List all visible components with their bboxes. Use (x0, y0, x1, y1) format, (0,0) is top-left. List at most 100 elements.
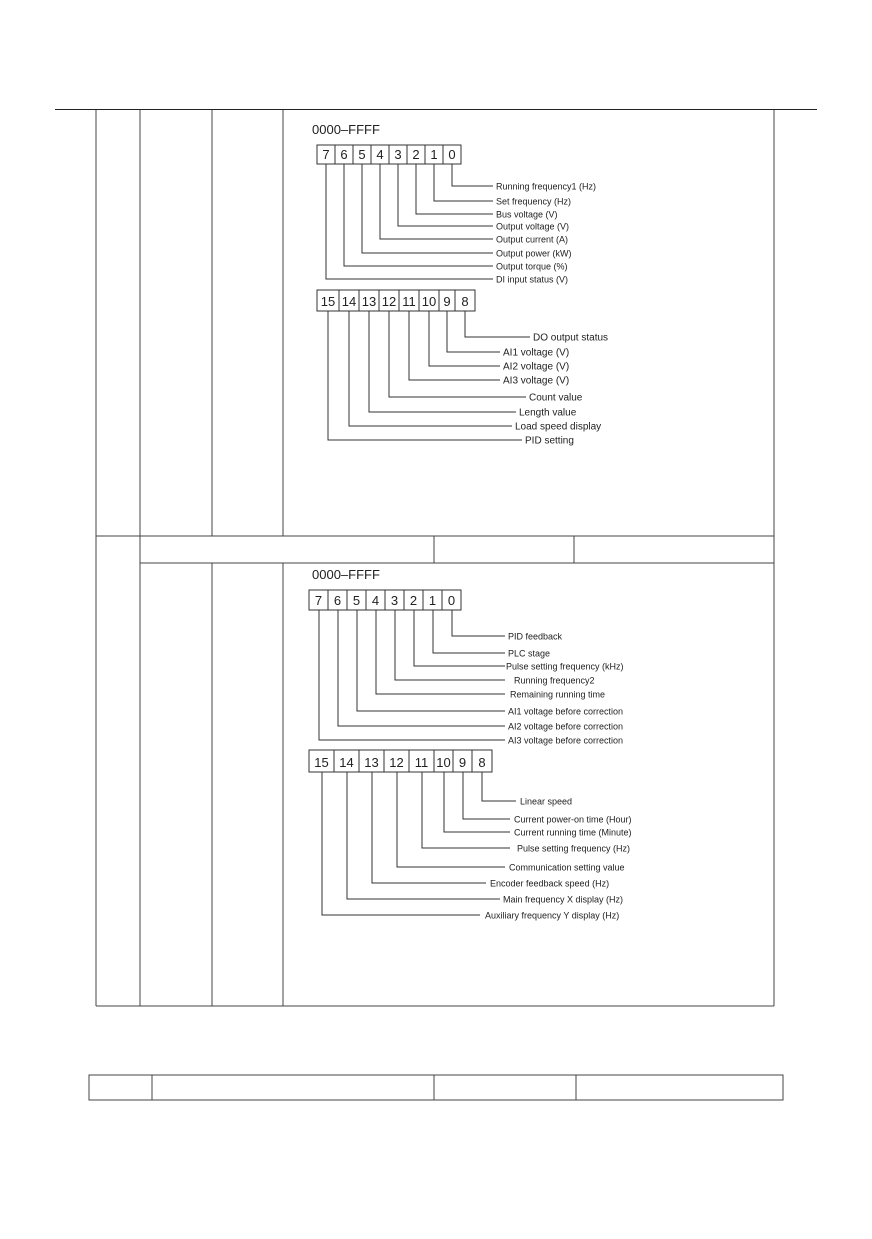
d2-low-field-label-1: PLC stage (508, 649, 550, 659)
d1-high-bit-label-8: 8 (461, 294, 468, 309)
d2-high-bit-label-8: 8 (478, 755, 485, 770)
d2-low-field-label-2: Pulse setting frequency (kHz) (506, 662, 624, 672)
d2-low-connector-2 (413, 610, 505, 667)
d1-high-field-label-4: Count value (529, 393, 583, 404)
d1-high-connector-6 (348, 311, 512, 427)
d2-low-bit-label-2: 2 (410, 593, 417, 608)
d2-low-connector-4 (375, 610, 505, 695)
d2-high-bit-label-12: 12 (389, 755, 403, 770)
d2-high-connector-2 (443, 772, 510, 833)
d2-low-field-label-4: Remaining running time (510, 690, 605, 700)
d2-high-connector-6 (346, 772, 500, 900)
d1-low-field-label-2: Bus voltage (V) (496, 210, 558, 220)
d1-high-bit-label-9: 9 (443, 294, 450, 309)
d2-high-field-label-3: Pulse setting frequency (Hz) (517, 844, 630, 854)
page-header-rule (55, 109, 817, 110)
d2-low-bit-label-1: 1 (429, 593, 436, 608)
d1-low-bit-label-6: 6 (340, 147, 347, 162)
d1-high-field-label-0: DO output status (533, 333, 608, 344)
d2-low-bit-label-3: 3 (391, 593, 398, 608)
d1-high-bit-label-12: 12 (382, 294, 396, 309)
d2-low-connector-6 (337, 610, 505, 727)
d1-low-field-label-0: Running frequency1 (Hz) (496, 182, 596, 192)
d2-high-field-label-0: Linear speed (520, 797, 572, 807)
d1-high-bit-label-10: 10 (422, 294, 436, 309)
d1-high-connector-4 (388, 311, 526, 398)
d1-high-field-label-6: Load speed display (515, 422, 601, 433)
d1-low-connector-5 (361, 164, 493, 254)
d2-high-field-label-2: Current running time (Minute) (514, 828, 632, 838)
d2-low-bit-label-5: 5 (353, 593, 360, 608)
d1-low-connector-2 (415, 164, 493, 215)
d2-low-bit-label-6: 6 (334, 593, 341, 608)
d2-low-connector-0 (451, 610, 505, 637)
d1-low-field-label-1: Set frequency (Hz) (496, 197, 571, 207)
d1-low-bit-label-1: 1 (430, 147, 437, 162)
d1-high-field-label-5: Length value (519, 408, 577, 419)
d1-low-connector-4 (379, 164, 493, 240)
d1-high-connector-7 (327, 311, 522, 441)
d2-low-bit-label-0: 0 (448, 593, 455, 608)
d1-high-connector-5 (368, 311, 516, 413)
d2-high-connector-5 (371, 772, 486, 884)
d2-high-bit-label-13: 13 (364, 755, 378, 770)
d1-low-field-label-7: DI input status (V) (496, 275, 568, 285)
d2-high-field-label-7: Auxiliary frequency Y display (Hz) (485, 911, 619, 921)
value-range-label: 0000–FFFF (312, 122, 380, 137)
d2-low-connector-3 (394, 610, 505, 681)
d2-high-field-label-1: Current power-on time (Hour) (514, 815, 632, 825)
d2-high-connector-4 (396, 772, 505, 868)
d1-low-bit-label-2: 2 (412, 147, 419, 162)
d2-high-connector-7 (321, 772, 480, 916)
d2-high-field-label-6: Main frequency X display (Hz) (503, 895, 623, 905)
d1-high-bit-label-11: 11 (402, 294, 416, 309)
d2-high-field-label-4: Communication setting value (509, 863, 625, 873)
d2-high-field-label-5: Encoder feedback speed (Hz) (490, 879, 609, 889)
d1-high-field-label-7: PID setting (525, 436, 574, 447)
d1-low-connector-7 (325, 164, 493, 280)
d2-low-field-label-7: AI3 voltage before correction (508, 736, 623, 746)
d1-high-field-label-3: AI3 voltage (V) (503, 376, 569, 387)
d1-low-field-label-4: Output current (A) (496, 235, 568, 245)
d2-high-bit-label-15: 15 (314, 755, 328, 770)
value-range-label: 0000–FFFF (312, 567, 380, 582)
d2-low-field-label-6: AI2 voltage before correction (508, 722, 623, 732)
d2-high-connector-3 (421, 772, 510, 849)
d1-high-connector-2 (428, 311, 500, 367)
d1-low-bit-label-4: 4 (376, 147, 383, 162)
d1-low-connector-3 (397, 164, 493, 227)
d2-low-connector-5 (356, 610, 505, 712)
d2-high-connector-1 (462, 772, 510, 820)
d2-high-bit-label-9: 9 (459, 755, 466, 770)
d2-high-bit-label-10: 10 (436, 755, 450, 770)
d2-low-field-label-5: AI1 voltage before correction (508, 707, 623, 717)
d2-high-bit-label-11: 11 (415, 755, 429, 770)
d1-high-field-label-2: AI2 voltage (V) (503, 362, 569, 373)
d1-low-bit-label-5: 5 (358, 147, 365, 162)
d1-low-bit-label-0: 0 (448, 147, 455, 162)
d1-high-connector-0 (464, 311, 530, 338)
d1-low-connector-6 (343, 164, 493, 267)
d1-low-bit-label-3: 3 (394, 147, 401, 162)
d1-high-bit-label-15: 15 (321, 294, 335, 309)
d1-high-connector-3 (408, 311, 500, 381)
d2-high-connector-0 (481, 772, 516, 802)
d1-high-field-label-1: AI1 voltage (V) (503, 348, 569, 359)
d1-low-field-label-3: Output voltage (V) (496, 222, 569, 232)
d2-low-field-label-3: Running frequency2 (514, 676, 595, 686)
d1-low-bit-label-7: 7 (322, 147, 329, 162)
d1-high-bit-label-13: 13 (362, 294, 376, 309)
d1-high-bit-label-14: 14 (342, 294, 356, 309)
d2-high-bit-label-14: 14 (339, 755, 353, 770)
d2-low-bit-label-4: 4 (372, 593, 379, 608)
d2-low-connector-7 (318, 610, 505, 741)
d1-low-connector-1 (433, 164, 493, 202)
d2-low-bit-label-7: 7 (315, 593, 322, 608)
d1-low-field-label-6: Output torque (%) (496, 262, 568, 272)
d2-low-connector-1 (432, 610, 505, 654)
d1-high-connector-1 (446, 311, 500, 353)
d1-low-field-label-5: Output power (kW) (496, 249, 572, 259)
